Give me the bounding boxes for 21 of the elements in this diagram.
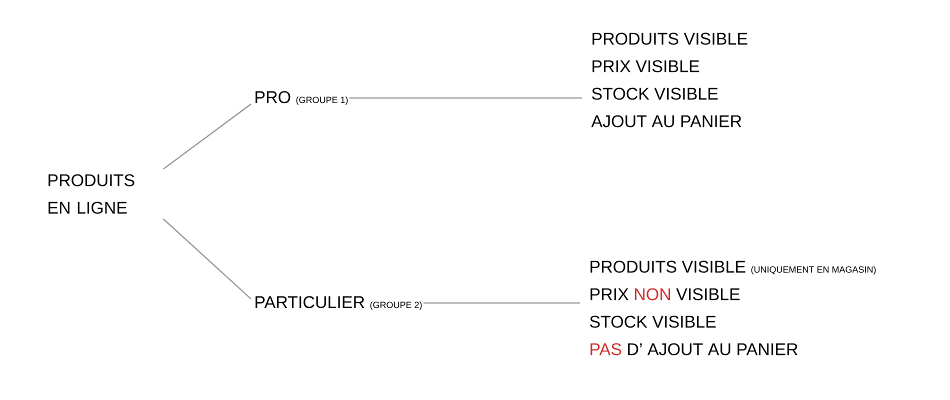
connector-line xyxy=(349,97,582,99)
label-text: PRODUITS EN LIGNE xyxy=(48,174,134,214)
label-text: (GROUPE 1) xyxy=(296,96,348,105)
label-text: VISIBLE xyxy=(676,288,740,300)
label-text: PAS xyxy=(590,343,622,356)
label-text: D’ AJOUT AU PANIER xyxy=(628,343,798,356)
connector-line xyxy=(423,302,580,304)
label-text: NON xyxy=(635,288,670,300)
label-text: PRIX VISIBLE xyxy=(592,60,700,72)
connector-line xyxy=(162,218,252,300)
label-text: AJOUT AU PANIER xyxy=(591,115,742,128)
label-text: PRODUITS VISIBLE xyxy=(592,32,748,45)
connector-line xyxy=(163,104,252,170)
label-text: PARTICULIER xyxy=(256,296,364,308)
label-text: (GROUPE 2) xyxy=(370,301,422,310)
label-text: STOCK VISIBLE xyxy=(592,88,718,100)
label-text: (UNIQUEMENT EN MAGASIN) xyxy=(751,266,876,274)
label-text: PRO xyxy=(256,91,290,104)
label-text: PRIX xyxy=(590,288,629,300)
label-text: PRODUITS VISIBLE xyxy=(590,260,746,273)
label-text: STOCK VISIBLE xyxy=(590,316,716,328)
